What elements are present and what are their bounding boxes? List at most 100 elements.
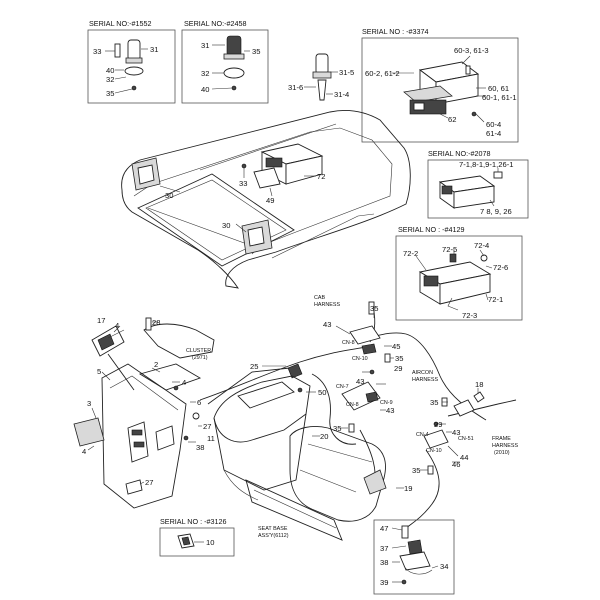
tag-cn9: CN-9 — [380, 400, 393, 406]
nut-40-2458 — [231, 85, 237, 91]
harness-callouts: 43 35 45 35 25 29 50 43 18 35 43 35 29 4… — [250, 304, 483, 493]
note-frame: FRAME — [492, 436, 511, 442]
radio-side-2078 — [453, 185, 495, 209]
serial-label-3126: SERIAL NO : -#3126 — [160, 517, 226, 526]
callout-46: 46 — [452, 460, 460, 469]
detail-box-frame — [373, 519, 455, 595]
detail-box-seat-switch: 47 37 38 34 39 — [373, 519, 455, 595]
serial-label-4129: SERIAL NO : -#4129 — [398, 225, 464, 234]
grommet-18 — [473, 391, 485, 403]
callout-7-8-9-26: 7 8, 9, 26 — [480, 207, 512, 216]
callout-72-4: 72-4 — [474, 241, 489, 250]
callout-40: 40 — [106, 66, 114, 75]
callout-25: 25 — [250, 362, 258, 371]
serial-box-3126: SERIAL NO : -#3126 10 — [159, 517, 235, 557]
roof-radio-panel — [265, 157, 283, 168]
roof-radio-side — [285, 155, 323, 185]
radio-panel-4129 — [423, 275, 439, 287]
tag-cn51: CN-51 — [458, 436, 474, 442]
callout-35: 35 — [333, 424, 341, 433]
callout-72-2: 72-2 — [403, 249, 418, 258]
serial-label-1552: SERIAL NO:-#1552 — [89, 19, 151, 28]
callout-72-5: 72-5 — [442, 245, 457, 254]
left-box-3 — [73, 417, 105, 447]
note-aircon: AIRCON — [412, 370, 433, 376]
radio-bolt-2078 — [493, 171, 503, 179]
callout-31: 31 — [150, 45, 158, 54]
seat-base — [289, 425, 386, 522]
callout-47: 47 — [380, 524, 388, 533]
callout-40: 40 — [201, 85, 209, 94]
beacon-base-1552 — [125, 57, 143, 64]
note-cab-harness: CAB — [314, 295, 325, 301]
note-frame-3: (2010) — [494, 450, 510, 456]
callout-30: 30 — [165, 191, 173, 200]
callout-4: 4 — [182, 378, 186, 387]
callout-32: 32 — [106, 75, 114, 84]
note-cluster: CLUSTER — [186, 348, 211, 354]
callout-72-3: 72-3 — [462, 311, 477, 320]
roof-beacon-lamp — [315, 53, 329, 75]
console-body — [213, 413, 307, 491]
radio-panel-2078 — [441, 185, 453, 195]
callout-35: 35 — [106, 89, 114, 98]
callout-38: 38 — [196, 443, 204, 452]
callout-6: 6 — [197, 398, 201, 407]
note-cluster-2: (2971) — [192, 355, 208, 361]
callout-61-4: 61-4 — [486, 129, 501, 138]
callout-62: 62 — [448, 115, 456, 124]
connector-cn4 — [423, 429, 449, 449]
connectors — [287, 301, 485, 475]
callout-43: 43 — [452, 428, 460, 437]
seat-base-line-2 — [299, 469, 357, 493]
callout-28: 28 — [152, 318, 160, 327]
console-top — [213, 375, 311, 443]
radio-display-3374 — [413, 102, 425, 111]
roof-beacon-post — [317, 79, 327, 101]
callout-4: 4 — [82, 447, 86, 456]
seat-base-grille — [245, 479, 343, 541]
seat-latch — [363, 469, 387, 495]
callout-31: 31 — [201, 41, 209, 50]
callout-3: 3 — [87, 399, 91, 408]
serial-box-1552: SERIAL NO:-#1552 33 31 40 32 35 — [87, 19, 176, 104]
floor-edge — [223, 469, 259, 501]
tag-cn4: CN-4 — [416, 432, 429, 438]
callout-60-2-61-2: 60-2, 61-2 — [365, 69, 400, 78]
bracket-38 — [399, 551, 431, 571]
beacon-lamp-1552 — [127, 39, 141, 61]
beacon-bracket-2458 — [223, 67, 245, 79]
switch-a — [131, 429, 143, 436]
radio-side-4129 — [439, 273, 491, 305]
roof-edge-line — [147, 207, 259, 249]
connector-cn8 — [349, 325, 381, 345]
tag-cn10b: CN-10 — [426, 448, 442, 454]
roof-bezel-49 — [253, 167, 281, 189]
callout-60-4: 60-4 — [486, 120, 501, 129]
tag-cn8b: CN-8 — [346, 402, 359, 408]
callout-35: 35 — [395, 354, 403, 363]
clip-50 — [297, 387, 303, 393]
switch-37 — [407, 539, 423, 555]
part-17 — [91, 325, 125, 357]
connector-frame — [453, 399, 475, 417]
serial-label-2458: SERIAL NO:-#2458 — [184, 19, 246, 28]
roof-screw-33 — [241, 163, 247, 169]
radio-clip-4129 — [449, 253, 457, 263]
callout-34: 34 — [440, 562, 448, 571]
roof-inner-ridge — [133, 127, 393, 255]
connector-cn9 — [365, 391, 379, 403]
bolt-35-d — [348, 423, 355, 433]
callout-38: 38 — [380, 558, 388, 567]
callout-11: 11 — [207, 434, 215, 443]
tag-cn10: CN-10 — [352, 356, 368, 362]
cluster-bolt — [173, 385, 179, 391]
radio-wire-4129 — [447, 297, 459, 311]
screw-62-3374 — [471, 111, 477, 117]
cluster-stalk — [107, 353, 135, 391]
bolt-35-cab — [368, 301, 375, 315]
bolt-47 — [401, 525, 409, 539]
callout-60-3-61-3: 60-3, 61-3 — [454, 46, 489, 55]
callout-27: 27 — [145, 478, 153, 487]
callout-4: 4 — [115, 321, 119, 330]
